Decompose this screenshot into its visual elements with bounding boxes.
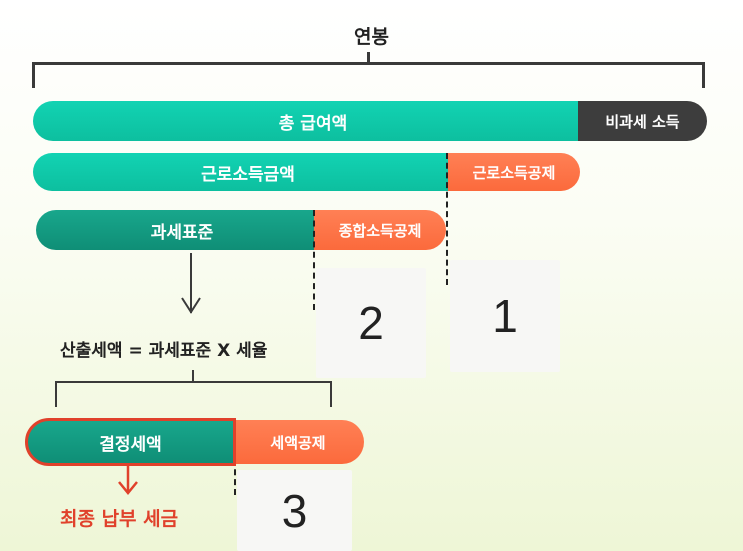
step-card-2: 2 bbox=[316, 268, 426, 378]
comprehensive-deduction-label: 종합소득공제 bbox=[338, 221, 422, 240]
top-bracket-left-leg bbox=[32, 62, 35, 88]
step-card-3-number: 3 bbox=[281, 484, 308, 537]
step-card-1: 1 bbox=[450, 260, 560, 372]
calculated-tax-formula: 산출세액 = 과세표준 X 세율 bbox=[60, 341, 268, 361]
step-card-1-number: 1 bbox=[492, 290, 518, 342]
mid-bracket-center-tick bbox=[192, 370, 194, 382]
gross-pay-bar: 총 급여액 bbox=[33, 101, 593, 141]
step-card-2-number: 2 bbox=[358, 297, 384, 349]
salary-title: 연봉 bbox=[354, 26, 389, 48]
comprehensive-deduction-bar: 종합소득공제 bbox=[314, 210, 446, 250]
dashed-divider-1 bbox=[446, 153, 448, 285]
tax-base-bar: 과세표준 bbox=[36, 210, 328, 250]
non-taxable-income-bar: 비과세 소득 bbox=[578, 101, 707, 141]
tax-base-label: 과세표준 bbox=[150, 222, 214, 243]
gross-pay-label: 총 급여액 bbox=[278, 113, 348, 134]
red-down-arrow-icon bbox=[118, 466, 138, 495]
determined-tax-bar: 결정세액 bbox=[25, 418, 236, 466]
final-tax-payable: 최종 납부 세금 bbox=[60, 508, 179, 530]
down-arrow-icon bbox=[181, 297, 201, 314]
tax-credit-bar: 세액공제 bbox=[218, 420, 364, 464]
tax-credit-label: 세액공제 bbox=[270, 433, 326, 452]
dashed-divider-2 bbox=[313, 210, 315, 310]
mid-bracket-right-leg bbox=[330, 381, 332, 407]
earned-income-deduction-label: 근로소득공제 bbox=[472, 163, 556, 182]
down-arrow-shaft bbox=[190, 253, 192, 313]
mid-bracket-left-leg bbox=[55, 381, 57, 407]
determined-tax-label: 결정세액 bbox=[99, 434, 162, 455]
top-bracket-center-tick bbox=[367, 52, 370, 64]
mid-bracket bbox=[55, 381, 332, 383]
earned-income-deduction-bar: 근로소득공제 bbox=[448, 153, 580, 191]
earned-income-label: 근로소득금액 bbox=[201, 164, 295, 185]
step-card-3: 3 bbox=[237, 470, 352, 551]
non-taxable-income-label: 비과세 소득 bbox=[605, 112, 680, 131]
earned-income-bar: 근로소득금액 bbox=[33, 153, 463, 191]
top-bracket-right-leg bbox=[702, 62, 705, 88]
